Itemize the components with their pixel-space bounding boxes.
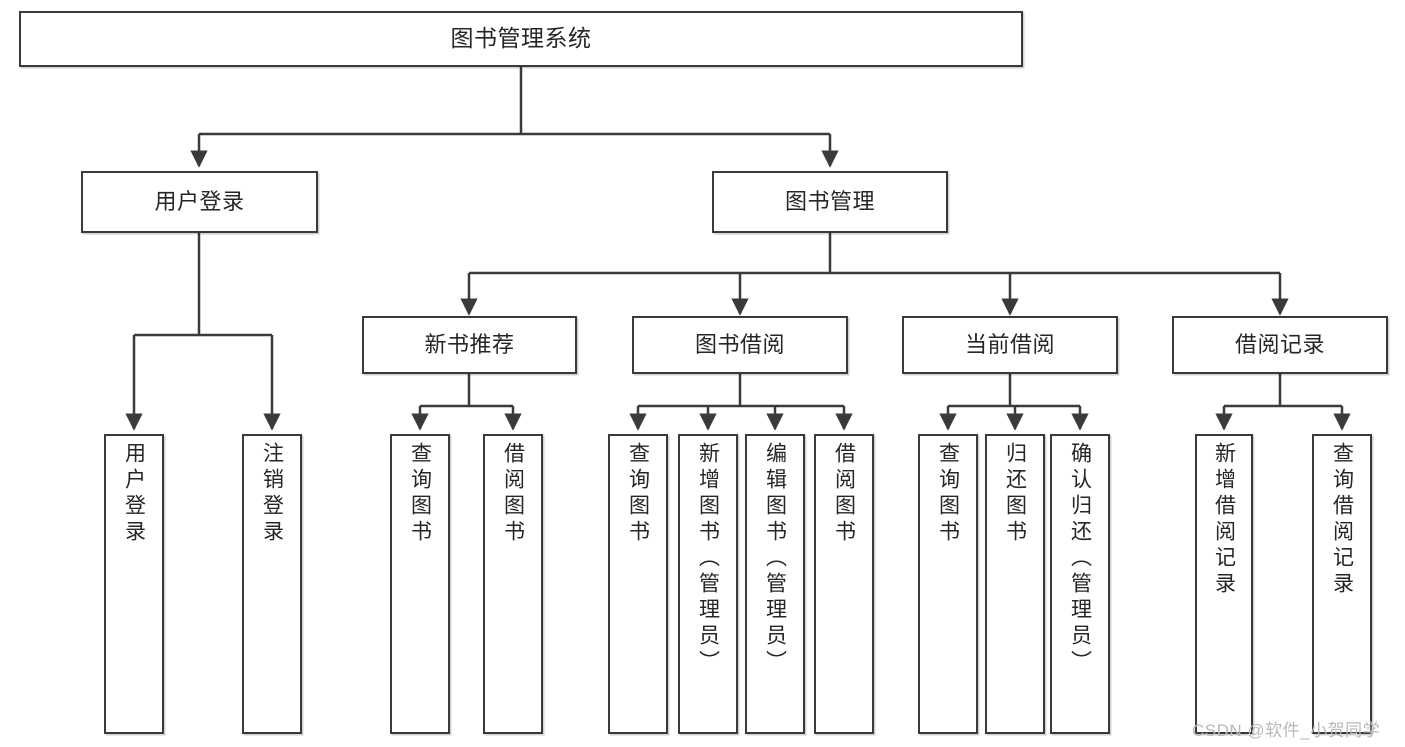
node-leaf-edit-book-admin-label: 编辑图书（管理员） <box>763 442 787 676</box>
node-leaf-confirm-return-admin[interactable]: 确认归还（管理员） <box>1050 434 1110 734</box>
node-current-borrow-label: 当前借阅 <box>964 331 1055 357</box>
node-leaf-add-book-admin-label: 新增图书（管理员） <box>696 442 720 676</box>
node-leaf-currentborrow-query-book[interactable]: 查询图书 <box>918 434 978 734</box>
node-leaf-logout-label: 注销登录 <box>260 442 284 546</box>
node-current-borrow[interactable]: 当前借阅 <box>902 316 1118 374</box>
node-leaf-bookborrow-borrow-book-label: 借阅图书 <box>832 442 856 546</box>
node-root-system[interactable]: 图书管理系统 <box>19 11 1023 67</box>
node-book-management[interactable]: 图书管理 <box>712 171 948 233</box>
node-leaf-return-book[interactable]: 归还图书 <box>985 434 1045 734</box>
node-leaf-add-borrow-record[interactable]: 新增借阅记录 <box>1195 434 1253 734</box>
node-new-book-recommend[interactable]: 新书推荐 <box>362 316 577 374</box>
csdn-watermark: CSDN @软件_小贺同学 <box>1192 721 1381 740</box>
node-user-login-label: 用户登录 <box>154 188 245 214</box>
node-borrow-record-label: 借阅记录 <box>1234 331 1325 357</box>
node-user-login[interactable]: 用户登录 <box>81 171 318 233</box>
node-leaf-confirm-return-admin-label: 确认归还（管理员） <box>1068 442 1092 676</box>
node-root-system-label: 图书管理系统 <box>450 25 592 52</box>
node-leaf-return-book-label: 归还图书 <box>1003 442 1027 546</box>
node-borrow-record[interactable]: 借阅记录 <box>1172 316 1388 374</box>
node-leaf-query-borrow-record[interactable]: 查询借阅记录 <box>1312 434 1372 734</box>
node-book-borrow-label: 图书借阅 <box>694 331 785 357</box>
node-leaf-newbook-query-book-label: 查询图书 <box>408 442 432 546</box>
node-leaf-user-login-label: 用户登录 <box>122 442 146 546</box>
node-leaf-bookborrow-borrow-book[interactable]: 借阅图书 <box>814 434 874 734</box>
node-leaf-newbook-borrow-book[interactable]: 借阅图书 <box>483 434 543 734</box>
node-leaf-user-login[interactable]: 用户登录 <box>104 434 164 734</box>
node-leaf-logout[interactable]: 注销登录 <box>242 434 302 734</box>
node-leaf-currentborrow-query-book-label: 查询图书 <box>936 442 960 546</box>
node-leaf-bookborrow-query-book-label: 查询图书 <box>626 442 650 546</box>
node-leaf-newbook-query-book[interactable]: 查询图书 <box>390 434 450 734</box>
node-book-borrow[interactable]: 图书借阅 <box>632 316 848 374</box>
node-new-book-recommend-label: 新书推荐 <box>424 331 515 357</box>
node-leaf-bookborrow-query-book[interactable]: 查询图书 <box>608 434 668 734</box>
node-leaf-edit-book-admin[interactable]: 编辑图书（管理员） <box>745 434 805 734</box>
node-leaf-newbook-borrow-book-label: 借阅图书 <box>501 442 525 546</box>
node-leaf-query-borrow-record-label: 查询借阅记录 <box>1330 442 1354 598</box>
node-leaf-add-book-admin[interactable]: 新增图书（管理员） <box>678 434 738 734</box>
node-book-management-label: 图书管理 <box>784 188 875 214</box>
node-leaf-add-borrow-record-label: 新增借阅记录 <box>1212 442 1236 598</box>
